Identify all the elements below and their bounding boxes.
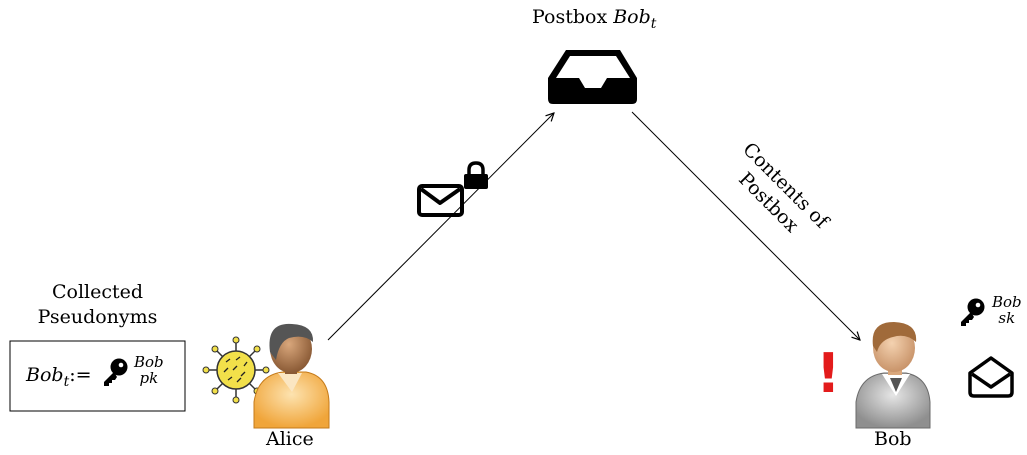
sk-stack: Bob sk — [992, 294, 1022, 326]
sk-sup: Bob — [992, 293, 1022, 311]
collected-title-line1: Collected — [51, 281, 144, 303]
pseudonym-assignment: Bobt:= — [26, 364, 92, 390]
key-icon-bob — [961, 298, 985, 326]
pk-stack: Bob pk — [134, 354, 164, 386]
pseudonym-assign: := — [69, 364, 92, 386]
pseudonym-var: Bob — [26, 364, 64, 386]
envelope-icon — [417, 184, 464, 217]
pseudonym-box — [9, 340, 186, 412]
exclamation-icon: ! — [816, 342, 841, 405]
pk-sup: Bob — [134, 353, 164, 371]
arrow-alice-to-postbox — [327, 113, 554, 341]
person-icon-bob — [855, 322, 931, 429]
person-icon-alice — [253, 323, 330, 429]
open-envelope-icon — [968, 356, 1014, 398]
alice-name: Alice — [266, 428, 314, 450]
inbox-tray-icon — [548, 50, 637, 104]
collected-title: Collected Pseudonyms — [10, 280, 185, 330]
postbox-label-text: Postbox — [532, 6, 608, 28]
virus-icon — [202, 336, 270, 404]
key-icon — [104, 358, 128, 386]
pk-sub: pk — [139, 369, 159, 387]
postbox-var: Bob — [613, 6, 651, 28]
arrow-postbox-to-bob — [631, 111, 860, 340]
pseudonym-sub: t — [63, 374, 70, 390]
sk-sub: sk — [998, 309, 1016, 327]
postbox-label: Postbox Bobt — [532, 6, 656, 32]
bob-name: Bob — [874, 428, 912, 450]
collected-title-line2: Pseudonyms — [37, 306, 158, 328]
postbox-sub: t — [650, 16, 657, 32]
padlock-icon — [464, 161, 488, 189]
